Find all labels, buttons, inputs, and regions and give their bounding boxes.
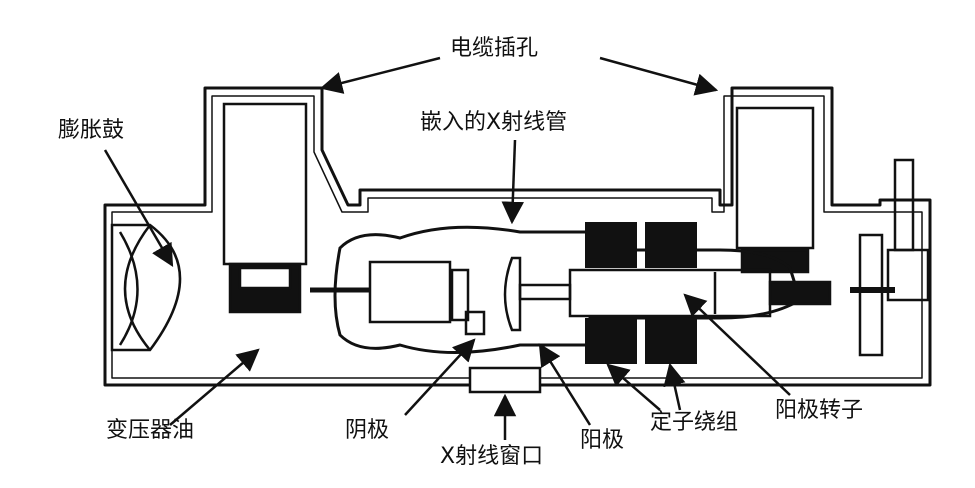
arrow-cable-socket-left <box>319 56 441 94</box>
stator-windings <box>585 222 697 364</box>
housing-outline <box>103 86 932 387</box>
label-anode-rotor: 阳极转子 <box>775 398 864 423</box>
label-anode: 阳极 <box>580 428 625 453</box>
arrow-expansion-drum <box>103 149 174 267</box>
arrow-cable-socket-right <box>599 56 719 96</box>
leader-arrows <box>103 56 791 440</box>
label-expansion-drum: 膨胀鼓 <box>58 118 125 143</box>
cable-socket-left <box>222 102 308 314</box>
xray-window-shape <box>468 366 542 394</box>
cathode-assembly <box>310 260 486 336</box>
arrow-stator-1 <box>606 363 661 411</box>
arrow-anode-rotor <box>683 293 791 396</box>
arrow-embedded-tube <box>501 139 524 225</box>
label-xray-window: X射线窗口 <box>440 444 544 469</box>
label-stator-winding: 定子绕组 <box>650 410 739 435</box>
anode-rotor-body <box>568 268 772 318</box>
anode-assembly <box>503 256 572 332</box>
expansion-drum <box>110 223 182 352</box>
arrow-cathode <box>404 338 476 416</box>
arrow-transformer-oil <box>169 348 260 426</box>
rear-connector <box>768 158 930 357</box>
arrow-stator-2 <box>663 362 686 411</box>
label-transformer-oil: 变压器油 <box>106 418 195 443</box>
cable-socket-right <box>735 106 815 274</box>
tube-envelope <box>333 225 802 354</box>
label-cathode: 阴极 <box>345 418 390 443</box>
label-cable-socket: 电缆插孔 <box>450 36 539 61</box>
label-embedded-xray-tube: 嵌入的X射线管 <box>420 110 568 135</box>
arrow-anode <box>538 343 592 426</box>
